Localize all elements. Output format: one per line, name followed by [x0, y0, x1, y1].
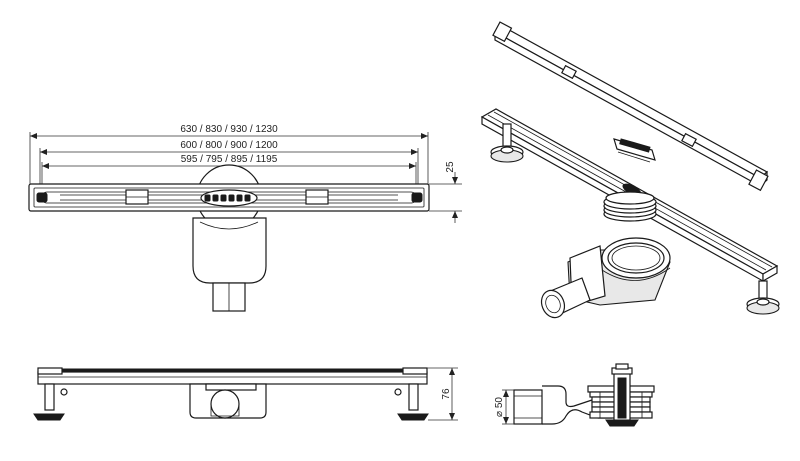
- front-leg-left: [33, 383, 68, 421]
- front-channel: [37, 371, 428, 385]
- isometric-view: [480, 21, 780, 319]
- front-leg-right: [394, 383, 429, 421]
- side-trap-curve: [542, 385, 607, 408]
- side-outlet-pipe: [513, 389, 543, 425]
- dim-text-height-top: 25: [445, 161, 456, 173]
- side-view: ⌀ 50: [494, 363, 655, 427]
- dim-text-diameter: ⌀ 50: [494, 397, 505, 417]
- iso-trap-insert: [613, 138, 656, 163]
- iso-seal: [603, 191, 657, 222]
- iso-grate: [492, 21, 769, 192]
- dim-text-mid: 600 / 800 / 900 / 1200: [180, 140, 278, 151]
- front-outlet: [210, 389, 240, 419]
- iso-leg-right: [746, 280, 780, 315]
- top-view: 630 / 830 / 930 / 1230 600 / 800 / 900 /…: [28, 124, 462, 312]
- drain-body: [192, 217, 267, 284]
- dim-text-total: 630 / 830 / 930 / 1230: [180, 124, 278, 135]
- dim-text-height-side: 76: [441, 388, 452, 400]
- trap-holes: [204, 194, 251, 202]
- front-view: 76: [33, 367, 458, 421]
- iso-leg-left: [490, 123, 524, 163]
- end-cap-right: [411, 192, 423, 203]
- end-cap-left: [36, 192, 48, 203]
- iso-drain-body: [540, 237, 671, 319]
- dim-text-inner: 595 / 795 / 895 / 1195: [181, 154, 278, 165]
